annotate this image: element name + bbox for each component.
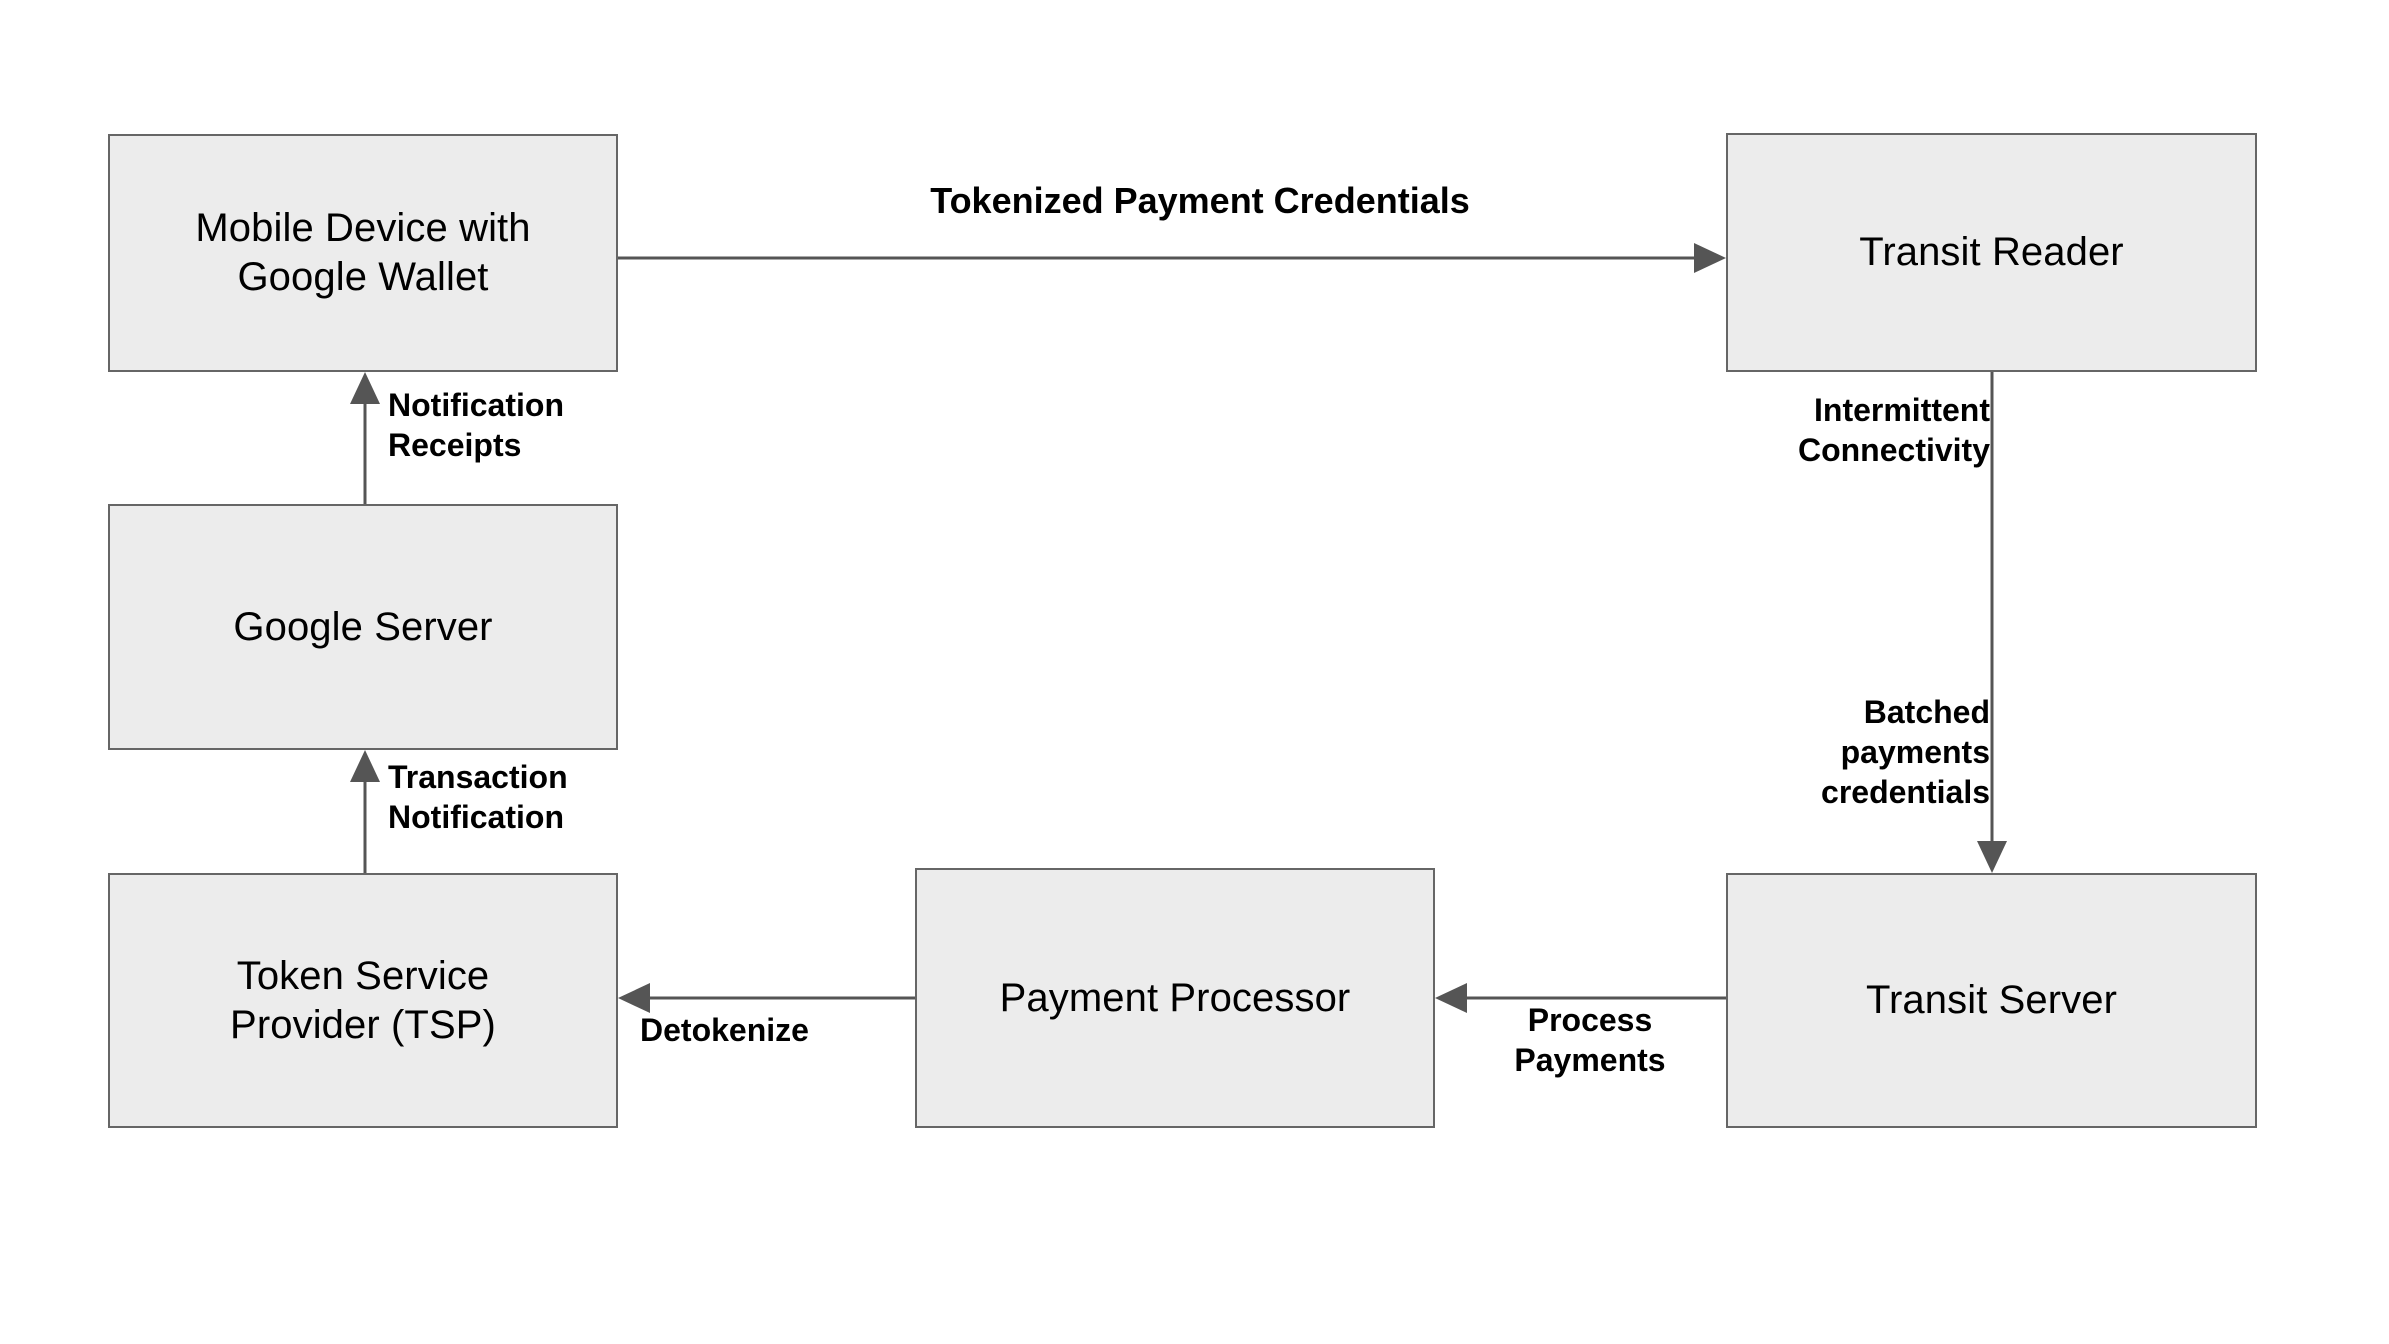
node-payment-processor[interactable]: Payment Processor bbox=[915, 868, 1435, 1128]
edge-label-detokenize: Detokenize bbox=[640, 1012, 809, 1048]
edge-notification-receipts bbox=[350, 372, 380, 504]
node-token-service-provider[interactable]: Token Service Provider (TSP) bbox=[108, 873, 618, 1128]
edge-label-intermittent-connectivity: Intermittent Connectivity bbox=[1797, 392, 1990, 468]
edge-detokenize bbox=[618, 983, 915, 1013]
node-transit-reader[interactable]: Transit Reader bbox=[1726, 133, 2257, 372]
node-mobile-device-with-google-wallet[interactable]: Mobile Device with Google Wallet bbox=[108, 134, 618, 372]
edge-label-transaction-notification: Transaction Notification bbox=[388, 759, 568, 835]
edge-label-tokenized-payment-credentials: Tokenized Payment Credentials bbox=[930, 180, 1470, 221]
edge-tokenized-payment-credentials bbox=[618, 243, 1726, 273]
edge-label-batched-payments-credentials: Batched payments credentials bbox=[1821, 694, 1990, 810]
node-transit-server[interactable]: Transit Server bbox=[1726, 873, 2257, 1128]
edge-label-process-payments: Process Payments bbox=[1514, 1002, 1666, 1078]
node-google-server[interactable]: Google Server bbox=[108, 504, 618, 750]
edge-label-notification-receipts: Notification Receipts bbox=[388, 387, 564, 463]
edge-transaction-notification bbox=[350, 750, 380, 873]
